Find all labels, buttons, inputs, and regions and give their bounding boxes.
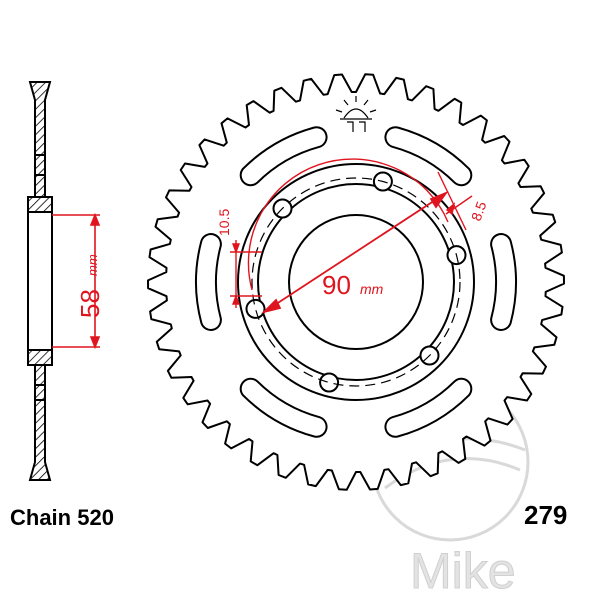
lightening-slot [195,233,222,331]
lightening-slot [384,377,473,438]
hub-ring-outer [237,163,475,401]
brand-logo-icon [335,96,377,132]
lightening-slot [239,377,328,438]
hub-diameter-value: 58 [75,289,105,318]
sprocket-side-profile [27,81,53,481]
sprocket-front-view [147,73,565,491]
hub-ring-inner [257,183,455,381]
lightening-slots [195,126,517,438]
lightening-slot [239,126,328,187]
profile-web-lower [34,365,46,401]
pitch-circle-arc-highlight [247,158,449,291]
chain-size-label: Chain 520 [10,505,114,530]
lightening-slot [384,126,473,187]
pitch-circle-dimension [261,191,449,314]
lightening-slot [490,233,517,331]
hub-diameter-unit: mm [85,254,100,276]
bolt-hole [319,372,340,393]
offset-value: 8.5 [468,199,490,223]
profile-hub [27,196,53,366]
offset-dimension [437,171,473,231]
pcd-unit: mm [360,281,384,297]
bolt-hole-value: 10.5 [216,209,232,236]
bolt-hole [245,298,266,319]
pitch-circle [251,177,461,387]
bolt-hole-dimension [230,240,262,308]
watermark-text: Mike [410,543,516,599]
profile-upper-tooth [28,81,52,156]
center-bore [288,214,424,350]
hub-diameter-dimension [52,212,101,350]
pcd-value: 90 [322,270,351,300]
profile-hub-bottom-hatch [27,349,53,366]
profile-hub-top-hatch [27,196,53,213]
profile-lower-tooth [28,399,52,481]
part-number-label: 279 [524,500,568,530]
